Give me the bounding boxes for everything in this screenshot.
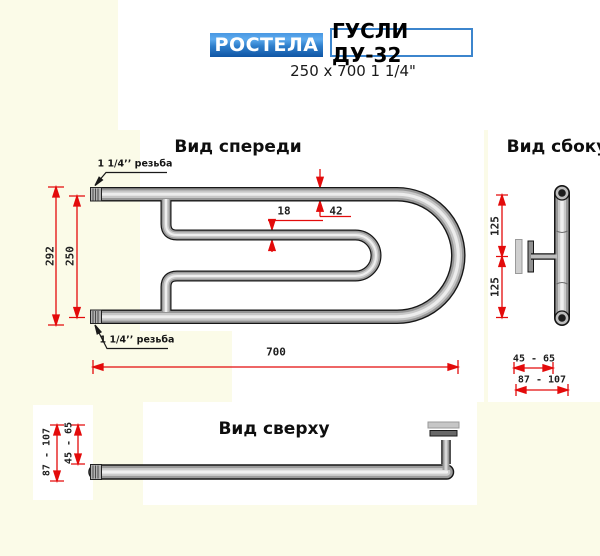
dim-label-700: 700 (266, 345, 286, 359)
dimension-lines (48, 169, 571, 484)
front-pipe-drawing (96, 186, 466, 325)
front-dim-292 (48, 184, 64, 328)
front-thread-ends (90, 187, 102, 324)
side-dim-125-lower (496, 254, 508, 320)
dim-label-292: 292 (43, 246, 57, 266)
top-view-drawing (88, 421, 460, 480)
dim-label-top-45-65: 45 - 65 (63, 421, 75, 465)
thread-label-bottom: 1 1/4’’ резьба (99, 334, 175, 346)
top-dim-45-65 (71, 422, 85, 467)
side-view-paper (488, 128, 600, 402)
dim-label-side-45-65: 45 - 65 (512, 353, 556, 365)
top-dims-paper (33, 405, 93, 500)
dim-label-125-lower: 125 (488, 277, 502, 297)
side-wall-flange (515, 239, 523, 274)
header-paper (118, 0, 600, 130)
model-badge: ГУСЛИ ДУ-32 (330, 19, 473, 67)
side-view-drawing (515, 185, 570, 326)
front-dim-250 (69, 193, 85, 320)
dim-label-top-87-107: 87 - 107 (41, 427, 53, 477)
side-dim-125-upper (496, 192, 508, 259)
side-dim-45-65 (511, 362, 556, 374)
size-subtitle: 250 x 700 1 1/4" (290, 62, 416, 80)
dim-label-18: 18 (277, 204, 291, 218)
thread-leaders (94, 171, 168, 350)
front-dim-700 (90, 360, 461, 374)
dim-label-250: 250 (63, 246, 77, 266)
side-dim-87-107 (513, 384, 571, 396)
thread-label-top: 1 1/4’’ резьба (97, 158, 173, 170)
top-view-title: Вид сверху (218, 419, 330, 439)
dim-label-42: 42 (329, 204, 343, 218)
front-view-title: Вид спереди (174, 137, 302, 157)
side-view-title: Вид сбоку (506, 137, 600, 157)
top-wall-flange (427, 421, 460, 429)
brand-badge: РОСТЕЛА (210, 33, 323, 57)
top-bracket-plate (429, 430, 458, 437)
side-pipe-joints (556, 230, 568, 285)
top-view-paper (143, 402, 477, 505)
top-dim-87-107 (50, 422, 64, 484)
dim-label-side-87-107: 87 - 107 (517, 374, 567, 386)
thread-leader-top (94, 171, 167, 186)
dim-label-125-upper: 125 (488, 216, 502, 236)
thread-leader-bottom (94, 324, 168, 350)
